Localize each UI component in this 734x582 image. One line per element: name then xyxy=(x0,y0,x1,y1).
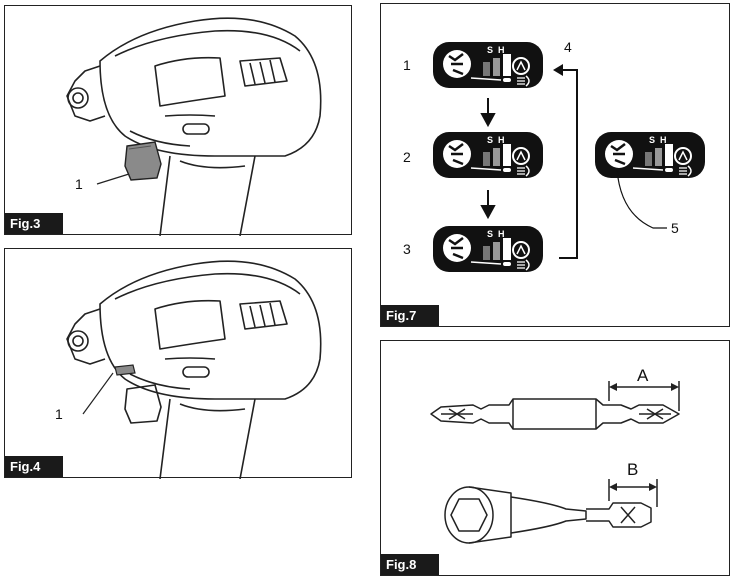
fig4-label: Fig.4 xyxy=(5,456,63,477)
svg-text:H: H xyxy=(498,135,505,145)
figure-4-panel: 1 Fig.4 xyxy=(4,248,352,479)
figure-3-panel: 1 Fig.3 xyxy=(4,5,352,236)
dimension-a-label: A xyxy=(637,366,649,385)
fig7-callout-5: 5 xyxy=(671,220,679,236)
impact-driver-drawing: 1 xyxy=(66,17,322,236)
forward-reverse-switch xyxy=(124,141,162,181)
operation-panel-3: S H xyxy=(431,224,545,274)
down-arrow-icon xyxy=(480,98,496,220)
svg-text:S: S xyxy=(487,45,493,55)
operation-panel-2: S H xyxy=(431,130,545,180)
operation-panel-1: S H xyxy=(431,40,545,90)
fig8-label: Fig.8 xyxy=(381,554,439,575)
operation-panel-side: S H xyxy=(593,130,707,180)
fig7-label: Fig.7 xyxy=(381,305,439,326)
cycle-arrow-icon xyxy=(559,69,578,259)
impact-driver-drawing-2: 1 xyxy=(55,260,322,479)
led-lamp xyxy=(114,364,136,376)
figure-8-panel: A B Fig.8 xyxy=(380,340,730,576)
dimension-b-label: B xyxy=(627,460,638,479)
fig4-callout-1: 1 xyxy=(55,406,63,422)
socket-bit xyxy=(444,486,652,544)
fig7-callout-4: 4 xyxy=(564,39,572,55)
svg-text:S: S xyxy=(649,135,655,145)
fig3-label: Fig.3 xyxy=(5,213,63,234)
svg-text:H: H xyxy=(498,45,505,55)
svg-text:S: S xyxy=(487,229,493,239)
fig7-callout-1: 1 xyxy=(403,57,411,73)
bits-diagram: A B xyxy=(430,366,680,544)
svg-text:H: H xyxy=(498,229,505,239)
mode-panel-diagram: S H S H S H S H 1 2 3 4 5 xyxy=(403,39,707,274)
fig3-callout-1: 1 xyxy=(75,176,83,192)
svg-text:S: S xyxy=(487,135,493,145)
fig7-callout-2: 2 xyxy=(403,149,411,165)
svg-text:H: H xyxy=(660,135,667,145)
fig7-callout-3: 3 xyxy=(403,241,411,257)
figure-7-panel: S H S H S H S H 1 2 3 4 5 Fig.7 xyxy=(380,3,730,327)
double-ended-bit xyxy=(430,398,680,430)
